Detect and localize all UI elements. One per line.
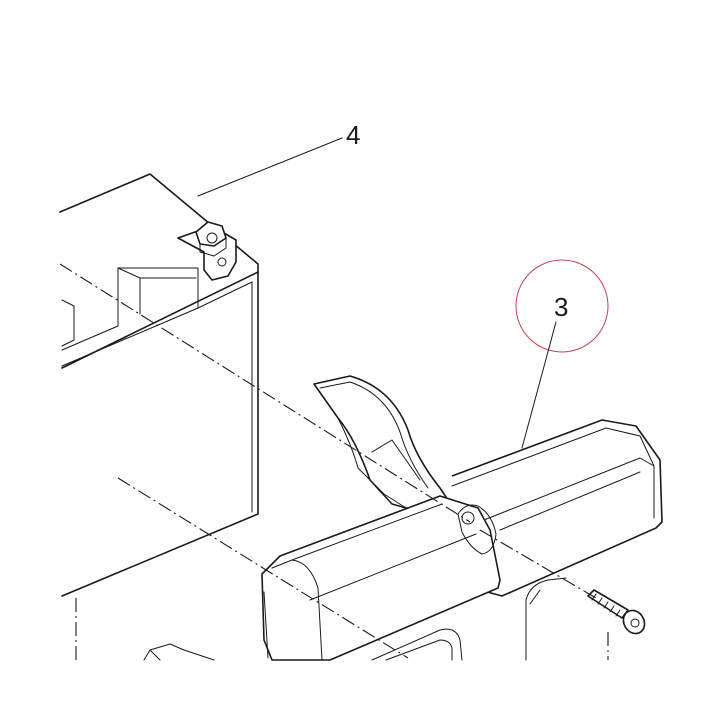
bracket-base [261, 495, 501, 661]
terminal-nut-side [199, 237, 227, 257]
bracket-hook [313, 375, 449, 509]
bracket-base-left-edge [263, 591, 269, 659]
leader-line-3 [521, 321, 557, 449]
screw-shank [587, 589, 629, 619]
screw-socket-icon [630, 618, 640, 628]
battery-rim-edge [197, 281, 253, 309]
battery [59, 173, 259, 597]
bracket-cutout-right [525, 577, 567, 661]
battery-front-face [61, 271, 259, 597]
bracket-rail-ridge [483, 457, 655, 521]
bracket-rail-line [499, 471, 641, 531]
bracket-cutout-right-inner [529, 589, 541, 605]
bracket-hook-edge [337, 417, 407, 509]
axis-line-screw [479, 529, 597, 599]
callout-4: 4 [346, 120, 360, 150]
axis-line-lower [117, 477, 409, 659]
battery-top-outline [59, 173, 259, 369]
axis-line-terminal [59, 263, 471, 523]
bracket-rail [451, 419, 663, 597]
screw [587, 589, 646, 635]
callout-3-highlight-circle [515, 259, 609, 353]
terminal-hole [217, 257, 227, 267]
battery-top-rim [61, 267, 199, 367]
leader-line-4 [197, 137, 343, 197]
bracket-cutout-left-inner [385, 639, 453, 661]
bracket-hole-boss [457, 504, 497, 555]
battery-left-notch [61, 299, 75, 347]
lower-block [143, 643, 215, 661]
bracket-base-bevel [309, 533, 477, 601]
bracket-cutout-left [371, 628, 463, 661]
bracket-rail-top-edge [451, 427, 655, 487]
bracket [143, 375, 663, 661]
bracket-base-top-edge [291, 503, 443, 561]
bracket-hook-rib [371, 439, 421, 481]
terminal-bolt-head [206, 232, 218, 244]
bracket-hole [461, 511, 475, 525]
lower-block-edge [149, 649, 161, 661]
battery-terminal [177, 221, 237, 281]
bracket-hook-inner [319, 381, 429, 489]
callout-3: 3 [554, 292, 568, 322]
screw-head [622, 609, 646, 635]
